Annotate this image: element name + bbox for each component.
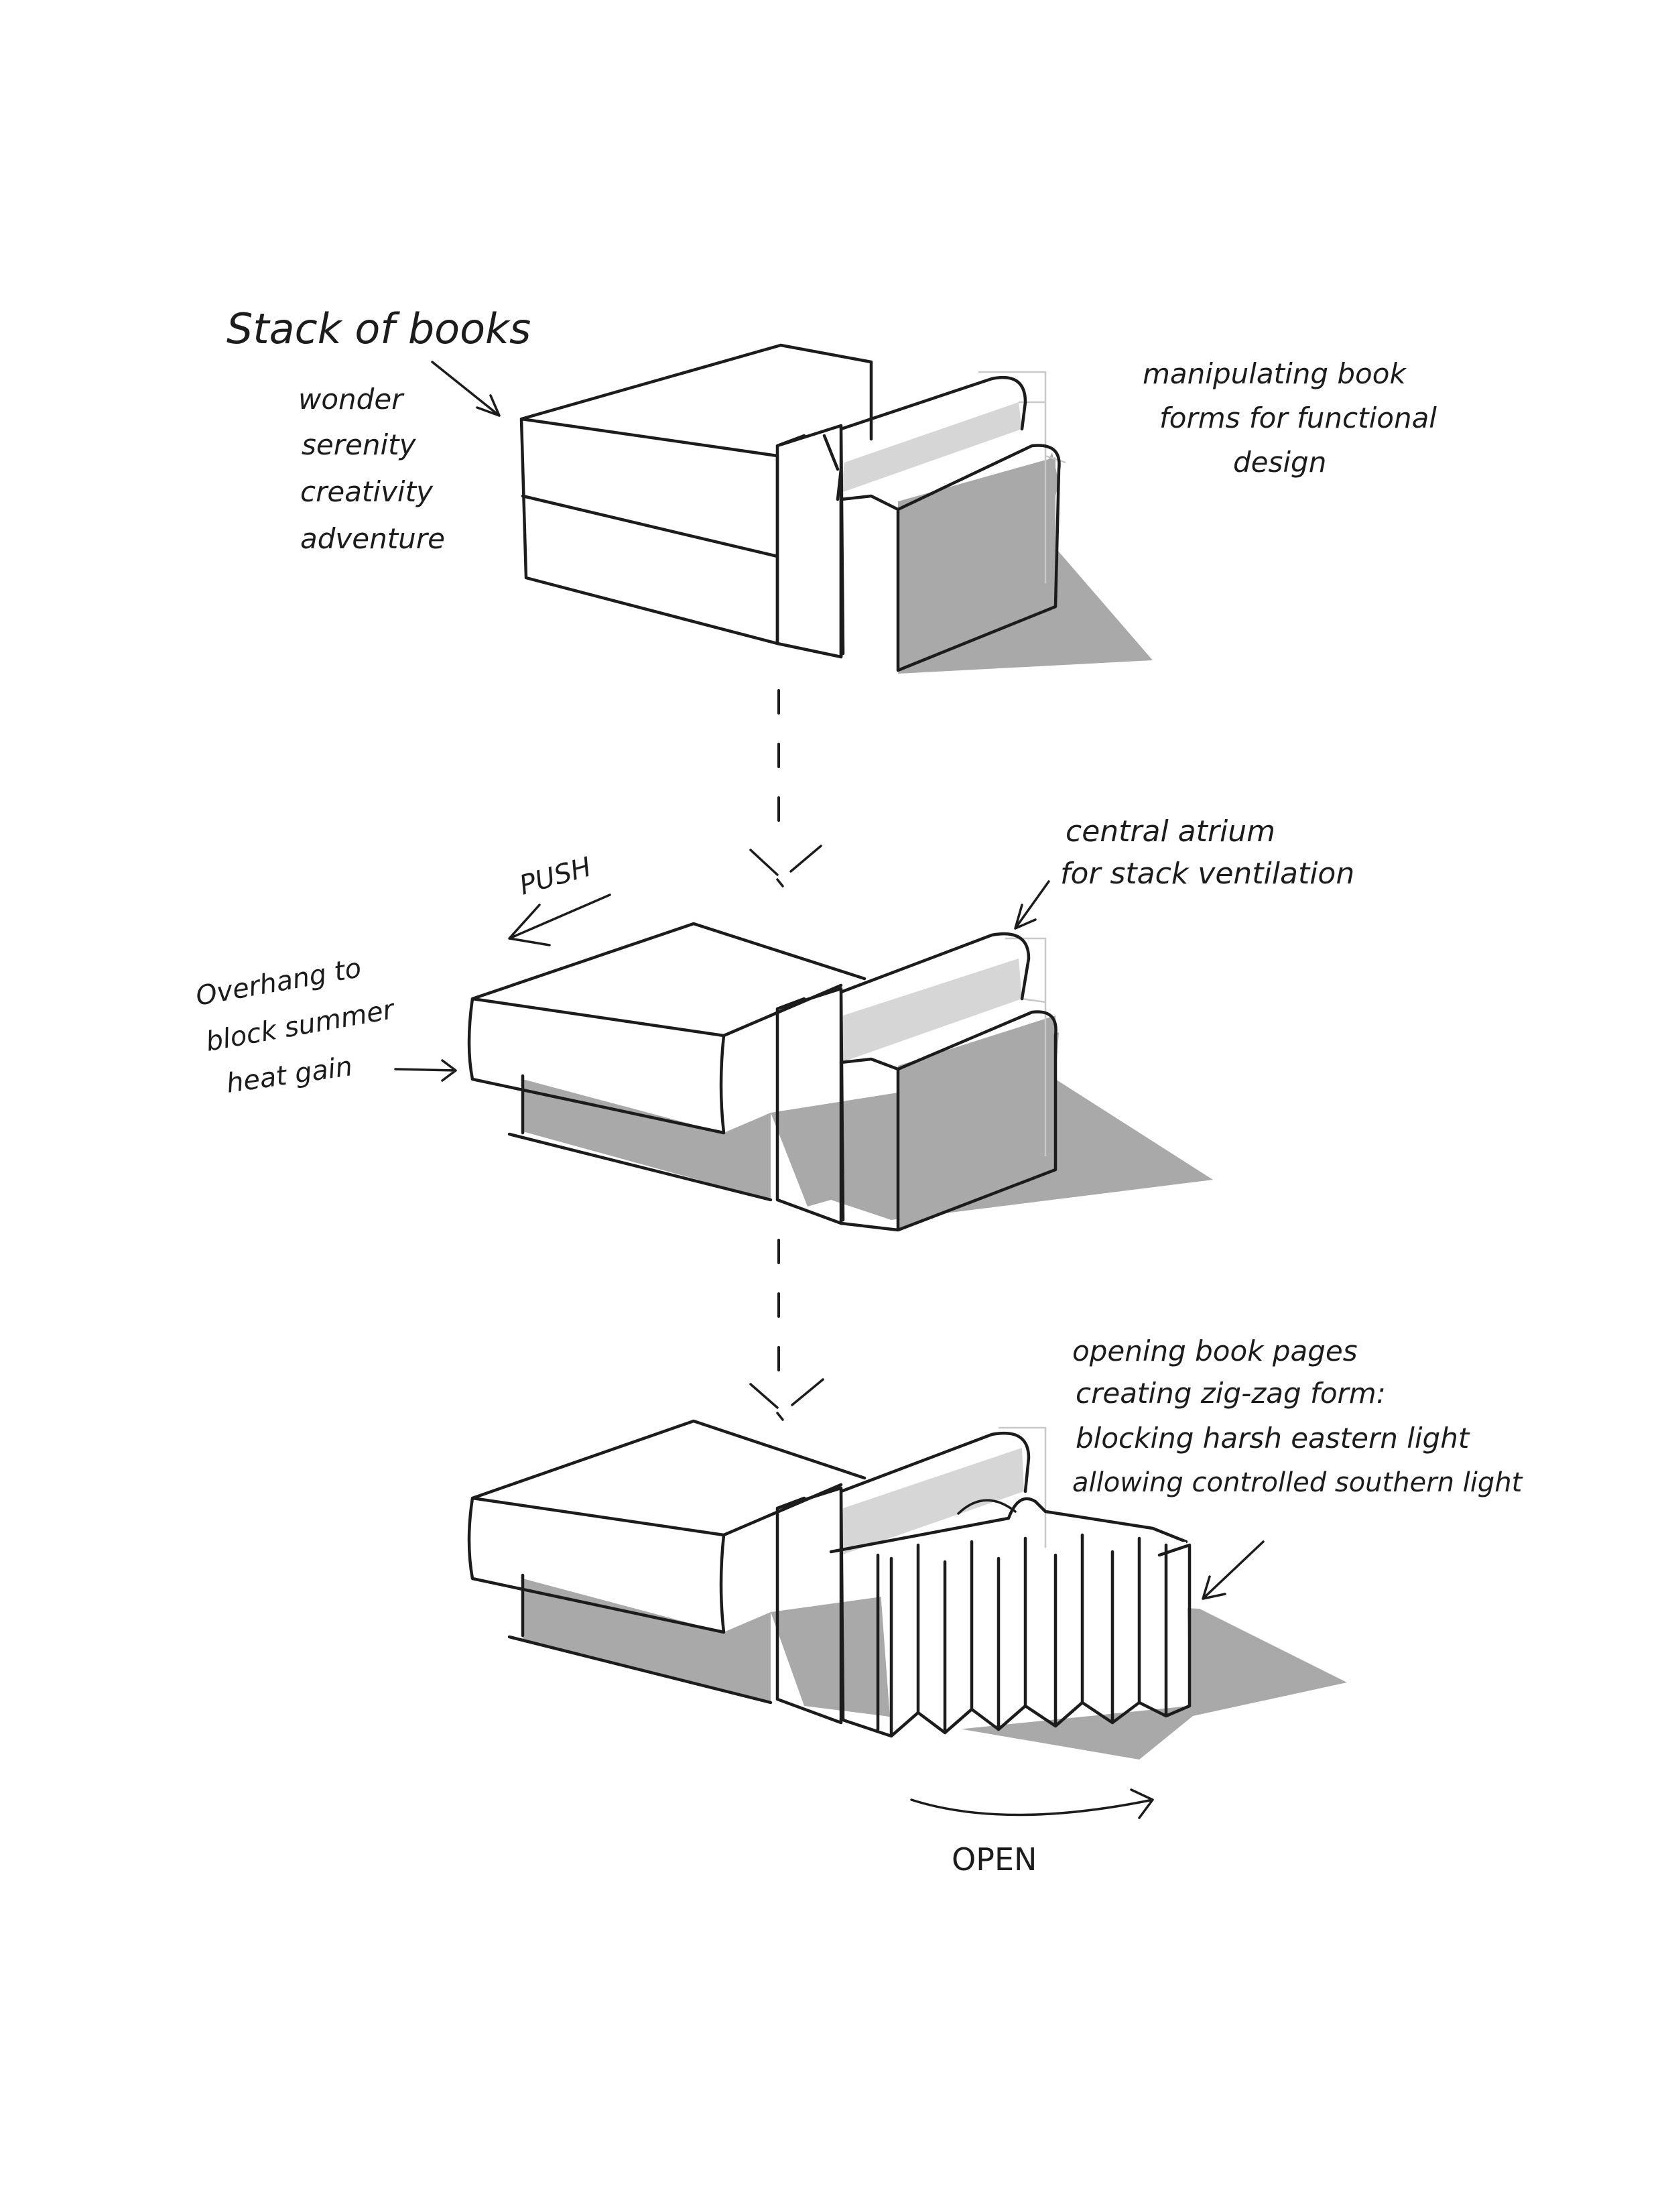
overhang-arrow: [394, 1059, 457, 1082]
connector-arrowhead: [749, 845, 822, 887]
stage2-tall-book: [839, 932, 1031, 1001]
quality-wonder: wonder: [298, 383, 405, 416]
pages-note-line-2: creating zig-zag form:: [1076, 1377, 1386, 1410]
zig-zag-pages: [839, 1533, 1192, 1738]
connector-1-to-2: [749, 689, 822, 887]
stage2-right-face-shadow: [898, 1016, 1055, 1230]
pages-note-line-4: allowing controlled southern light: [1072, 1467, 1523, 1498]
stage3-atrium-oval: [957, 1499, 1017, 1515]
connector-2-to-3: [749, 1239, 824, 1421]
stage1-guide-lines: [978, 371, 1066, 583]
stage1-right-face-shadow: [898, 457, 1055, 670]
stage2-overhang-shadow: [523, 1079, 771, 1200]
pages-note-line-3: blocking harsh eastern light: [1076, 1422, 1470, 1455]
atrium-note-line-2: for stack ventilation: [1060, 857, 1354, 891]
stage3-pages-top-edge: [829, 1497, 1188, 1554]
quality-serenity: serenity: [302, 428, 417, 461]
push-arrow: [508, 894, 611, 946]
pages-note-line-1: opening book pages: [1072, 1335, 1358, 1367]
connector-arrowhead-2: [749, 1378, 824, 1421]
stage-2-notes: PUSH central atrium for stack ventilatio…: [194, 814, 1354, 1099]
overhang-note-line-3: heat gain: [225, 1051, 355, 1099]
open-label: OPEN: [952, 1841, 1037, 1878]
push-label: PUSH: [516, 851, 594, 901]
stage-1-book-stack: [519, 343, 1153, 674]
stage3-tall-book-side: [841, 1448, 1024, 1555]
stage-3-notes: opening book pages creating zig-zag form…: [910, 1335, 1523, 1878]
stage3-overhang-slab: [467, 1419, 867, 1705]
stage3-vertical-slab: [775, 1486, 845, 1725]
side-note-line-3: design: [1233, 446, 1326, 479]
stack-heading-arrow: [431, 361, 501, 417]
stage2-front-book: [839, 1010, 1058, 1232]
pages-arrow: [1202, 1540, 1265, 1600]
stage1-tall-book: [822, 375, 1027, 501]
stage1-left-block: [519, 343, 873, 646]
stage1-front-book: [839, 444, 1061, 672]
stage-2-pushed-form: [467, 922, 1213, 1232]
open-arrow: [910, 1788, 1154, 1819]
pages-fill: [878, 1542, 1190, 1736]
zig-zag-page-folds: [839, 1533, 1192, 1738]
stack-of-books-heading: Stack of books: [227, 304, 531, 353]
side-note-line-1: manipulating book: [1143, 357, 1407, 390]
stage-1-notes: Stack of books wonder serenity creativit…: [227, 304, 1437, 555]
atrium-note-line-1: central atrium: [1066, 814, 1275, 849]
stage3-tall-book: [839, 1431, 1031, 1493]
quality-adventure: adventure: [300, 522, 445, 555]
quality-creativity: creativity: [300, 475, 434, 508]
stage2-overhang-slab: [467, 922, 867, 1202]
stage-3-opened-form: [467, 1419, 1347, 1760]
atrium-arrow: [1014, 880, 1050, 930]
stage1-top-book-side: [841, 402, 1022, 493]
stage2-tall-book-side: [841, 959, 1022, 1062]
side-note-line-2: forms for functional: [1159, 402, 1437, 434]
stage3-overhang-shadow: [523, 1579, 771, 1703]
